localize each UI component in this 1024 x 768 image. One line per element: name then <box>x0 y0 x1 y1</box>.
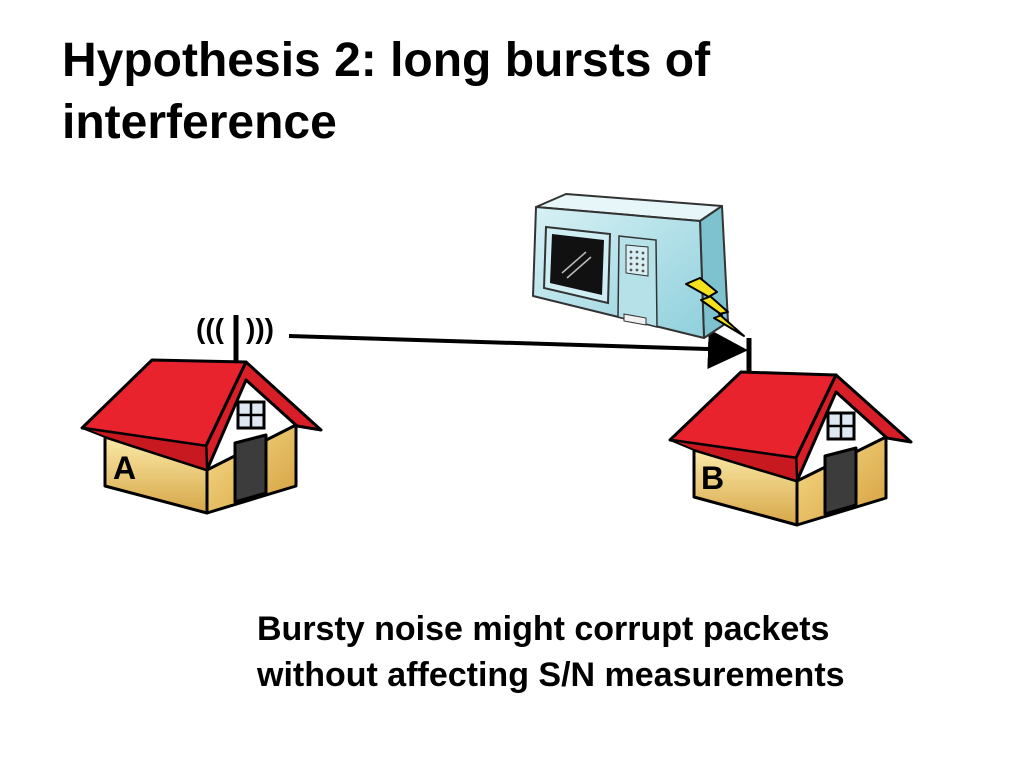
link-arrow-icon <box>288 329 748 369</box>
slide-title-line-2: interference <box>62 96 337 149</box>
microwave-window-icon <box>542 225 612 305</box>
microwave-oven-icon <box>532 193 729 339</box>
house-a-label: A <box>113 450 136 486</box>
house-icon <box>80 358 323 515</box>
radio-waves-left: ((( <box>196 313 225 344</box>
caption-line-2: without affecting S/N measurements <box>257 656 845 694</box>
house-a: ((( ))) <box>80 313 323 515</box>
radio-waves-right: ))) <box>246 313 274 344</box>
door-icon <box>823 446 858 516</box>
door-icon <box>233 433 268 504</box>
caption: Bursty noise might corrupt packets witho… <box>257 606 997 698</box>
radio-waves-icon: ((( ))) <box>196 313 274 344</box>
slide-title: Hypothesis 2: long bursts of interferenc… <box>62 30 962 154</box>
house-b-label: B <box>701 460 724 496</box>
house-b: B <box>668 338 913 527</box>
window-icon <box>236 400 266 430</box>
lightning-bolt-icon <box>685 277 745 337</box>
microwave-control-panel <box>617 235 658 328</box>
house-icon <box>668 370 913 527</box>
window-icon <box>826 411 856 441</box>
slide-title-line-1: Hypothesis 2: long bursts of <box>62 34 711 87</box>
caption-line-1: Bursty noise might corrupt packets <box>257 610 830 648</box>
